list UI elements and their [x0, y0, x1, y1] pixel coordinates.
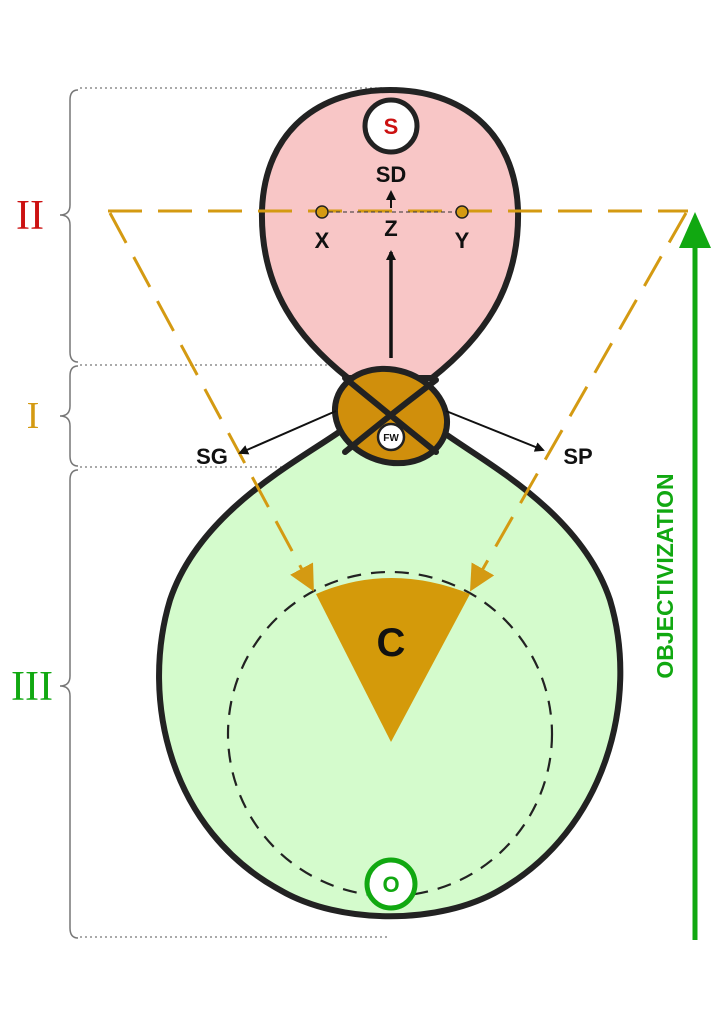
knot-crossing — [342, 375, 439, 455]
subject-circle — [362, 97, 420, 155]
fw-label: FW — [383, 433, 399, 444]
label-sd: SD — [376, 162, 407, 187]
objectivization-arrowhead — [679, 212, 711, 248]
sp-arrow — [445, 410, 545, 452]
level-brackets — [59, 89, 79, 939]
fw-circle — [376, 422, 406, 452]
label-z: Z — [384, 216, 397, 241]
sg-arrow — [238, 410, 337, 455]
brace-level-ii — [59, 89, 79, 363]
level-i-label: I — [27, 395, 40, 437]
objectivization-label: OBJECTIVIZATION — [652, 473, 678, 678]
upper-bulb — [258, 86, 522, 381]
label-y: Y — [455, 228, 470, 253]
level-iii-label: III — [11, 664, 53, 710]
brace-level-iii — [59, 469, 79, 939]
subject-label: S — [384, 114, 399, 139]
inner-circle — [226, 570, 554, 898]
point-x — [315, 205, 329, 219]
sp-label: SP — [563, 444, 592, 469]
sg-label: SG — [196, 444, 228, 469]
triangle-left-edge — [108, 212, 314, 592]
projection-triangle-sides — [108, 212, 688, 592]
point-y — [455, 205, 469, 219]
level-ii-label: II — [16, 193, 44, 239]
object-label: O — [382, 872, 399, 897]
center-sector — [316, 578, 470, 742]
brace-level-i — [59, 365, 79, 467]
object-circle — [364, 857, 418, 911]
label-x: X — [315, 228, 330, 253]
triangle-right-edge — [470, 212, 688, 592]
center-label: C — [377, 621, 406, 665]
